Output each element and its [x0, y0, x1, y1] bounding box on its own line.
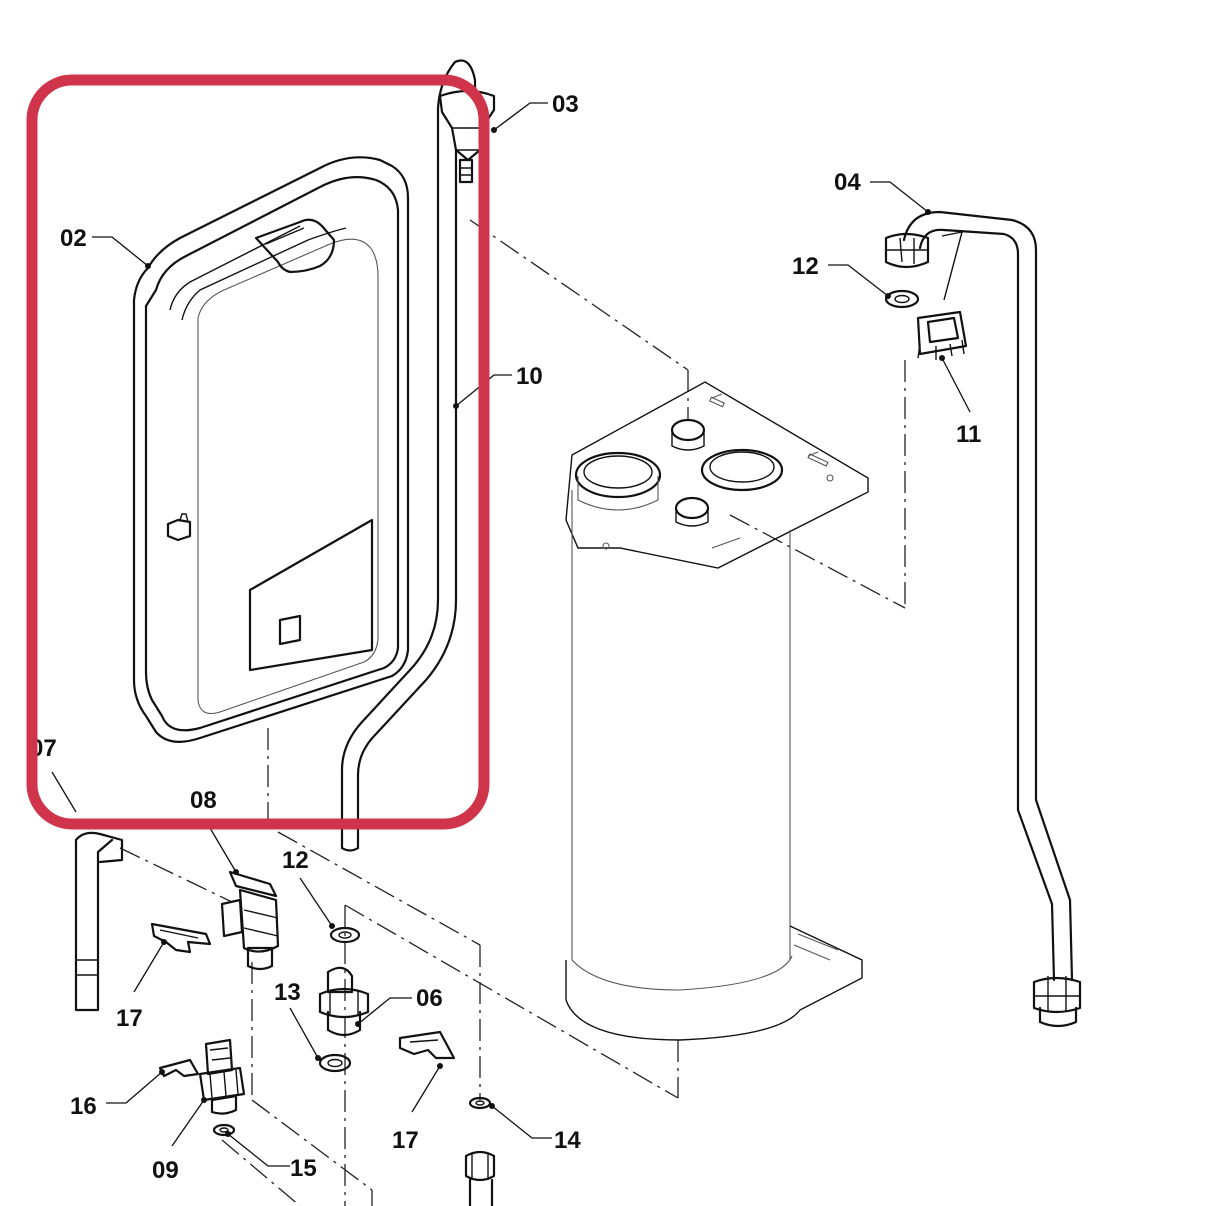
leader-lines: [51, 102, 971, 1167]
connector-03: [438, 89, 496, 184]
label-09: 09: [152, 1157, 179, 1184]
expansion-vessel-02: [132, 156, 410, 743]
highlight-frame: [26, 74, 490, 830]
label-15: 15: [290, 1155, 317, 1182]
washer-12-upper: [884, 289, 920, 309]
label-12-upper: 12: [792, 253, 819, 280]
clip-11: [916, 231, 968, 360]
label-11: 11: [956, 421, 981, 448]
pipe-04: [884, 210, 1082, 1028]
label-06: 06: [416, 985, 443, 1012]
washer-12-lower: [329, 926, 361, 944]
fitting-06: [318, 966, 370, 1037]
assembly-axis-lines: [119, 219, 906, 1206]
washer-14: [468, 1096, 492, 1110]
label-12-lower: 12: [282, 847, 309, 874]
label-17-left: 17: [116, 1005, 143, 1032]
pipe-10: [340, 59, 477, 852]
label-16: 16: [70, 1093, 97, 1120]
lower-fitting: [464, 1150, 496, 1206]
part-labels: 02 03 04 12 10 11 07 08 12 13 06 17 16 1…: [30, 91, 981, 1184]
cylinder-tank-assembly: [565, 381, 869, 1041]
label-04: 04: [834, 169, 861, 196]
label-17-right: 17: [392, 1127, 419, 1154]
label-13: 13: [274, 979, 301, 1006]
washer-13: [318, 1053, 352, 1073]
washer-15: [212, 1123, 236, 1137]
clip-16: [158, 1058, 200, 1078]
label-14: 14: [554, 1127, 581, 1154]
clip-17-left: [150, 922, 212, 954]
label-08: 08: [190, 787, 217, 814]
sensor-09: [198, 1038, 246, 1115]
clip-17-right: [398, 1030, 456, 1060]
pipe-07: [74, 831, 124, 1012]
label-03: 03: [552, 91, 579, 118]
label-10: 10: [516, 363, 543, 390]
valve-08: [220, 870, 280, 971]
label-02: 02: [60, 225, 87, 252]
